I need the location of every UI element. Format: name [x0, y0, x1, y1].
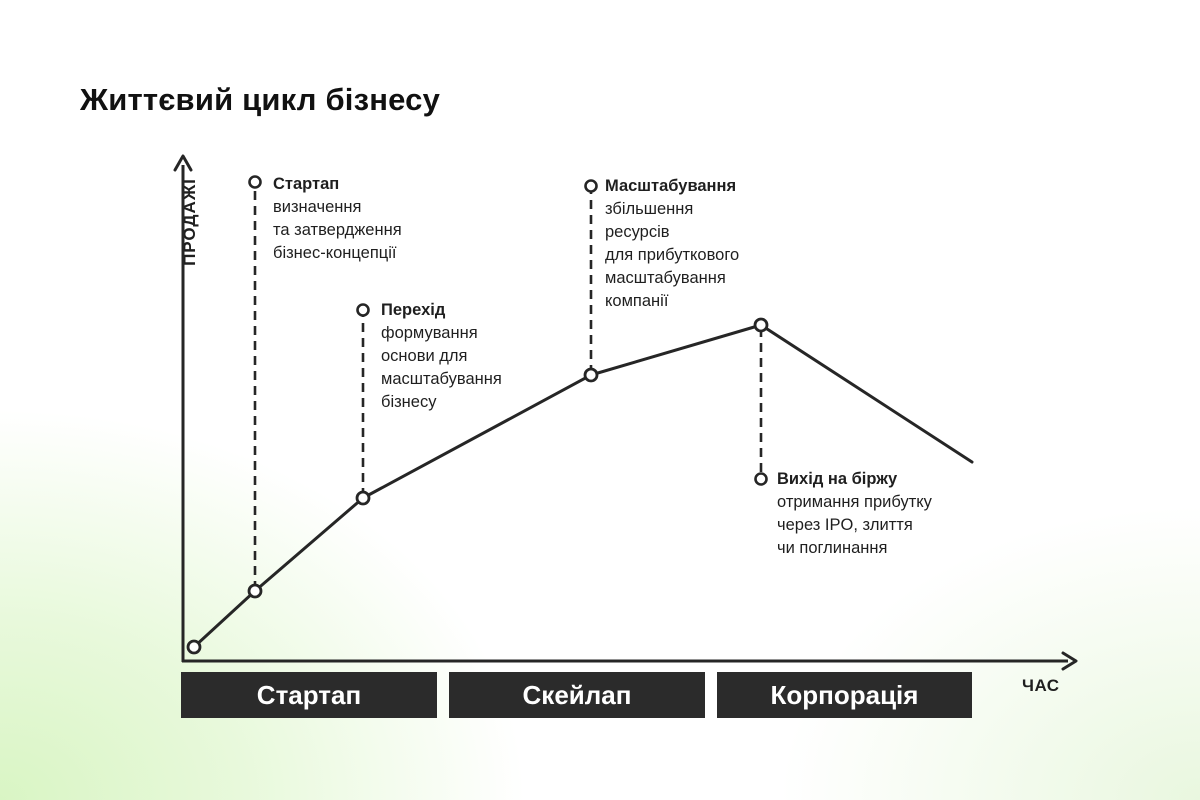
- stage-scaling-title: Масштабування: [605, 177, 737, 195]
- x-axis-label: ЧАС: [1022, 676, 1060, 695]
- curve-point-origin: [186, 639, 202, 655]
- phase-scaleup: Скейлап: [449, 672, 705, 718]
- stage-startup-title: Стартап: [273, 175, 340, 193]
- stage-exit: Вихід на біржу отримання прибутку через …: [777, 468, 932, 560]
- growth-curve: [192, 323, 974, 649]
- phase-startup: Стартап: [181, 672, 437, 718]
- y-axis-arrow: [173, 154, 193, 172]
- page-title: Життєвий цикл бізнесу: [80, 82, 441, 117]
- stage-transition-title: Перехід: [381, 301, 446, 319]
- curve-point-transition: [355, 490, 371, 506]
- curve-point-scaling: [583, 367, 599, 383]
- scaling-label-marker: [584, 179, 598, 193]
- curve-point-peak: [753, 317, 769, 333]
- stage-exit-title: Вихід на біржу: [777, 470, 898, 488]
- phase-corporation: Корпорація: [717, 672, 972, 718]
- stage-scaling-description: збільшення ресурсів для прибуткового мас…: [605, 200, 740, 310]
- transition-label-marker: [356, 303, 370, 317]
- stage-scaling: Масштабування збільшення ресурсів для пр…: [605, 175, 739, 313]
- stage-transition-description: формування основи для масштабування бізн…: [381, 324, 502, 411]
- stage-startup-description: визначення та затвердження бізнес-концеп…: [273, 198, 402, 262]
- curve-point-startup: [247, 583, 263, 599]
- startup-label-marker: [248, 175, 262, 189]
- stage-startup: Стартап визначення та затвердження бізне…: [273, 173, 402, 265]
- stage-exit-description: отримання прибутку через IPO, злиття чи …: [777, 493, 932, 557]
- x-axis-arrow: [1061, 651, 1078, 671]
- exit-label-marker: [754, 472, 768, 486]
- stage-transition: Перехід формування основи для масштабува…: [381, 299, 502, 414]
